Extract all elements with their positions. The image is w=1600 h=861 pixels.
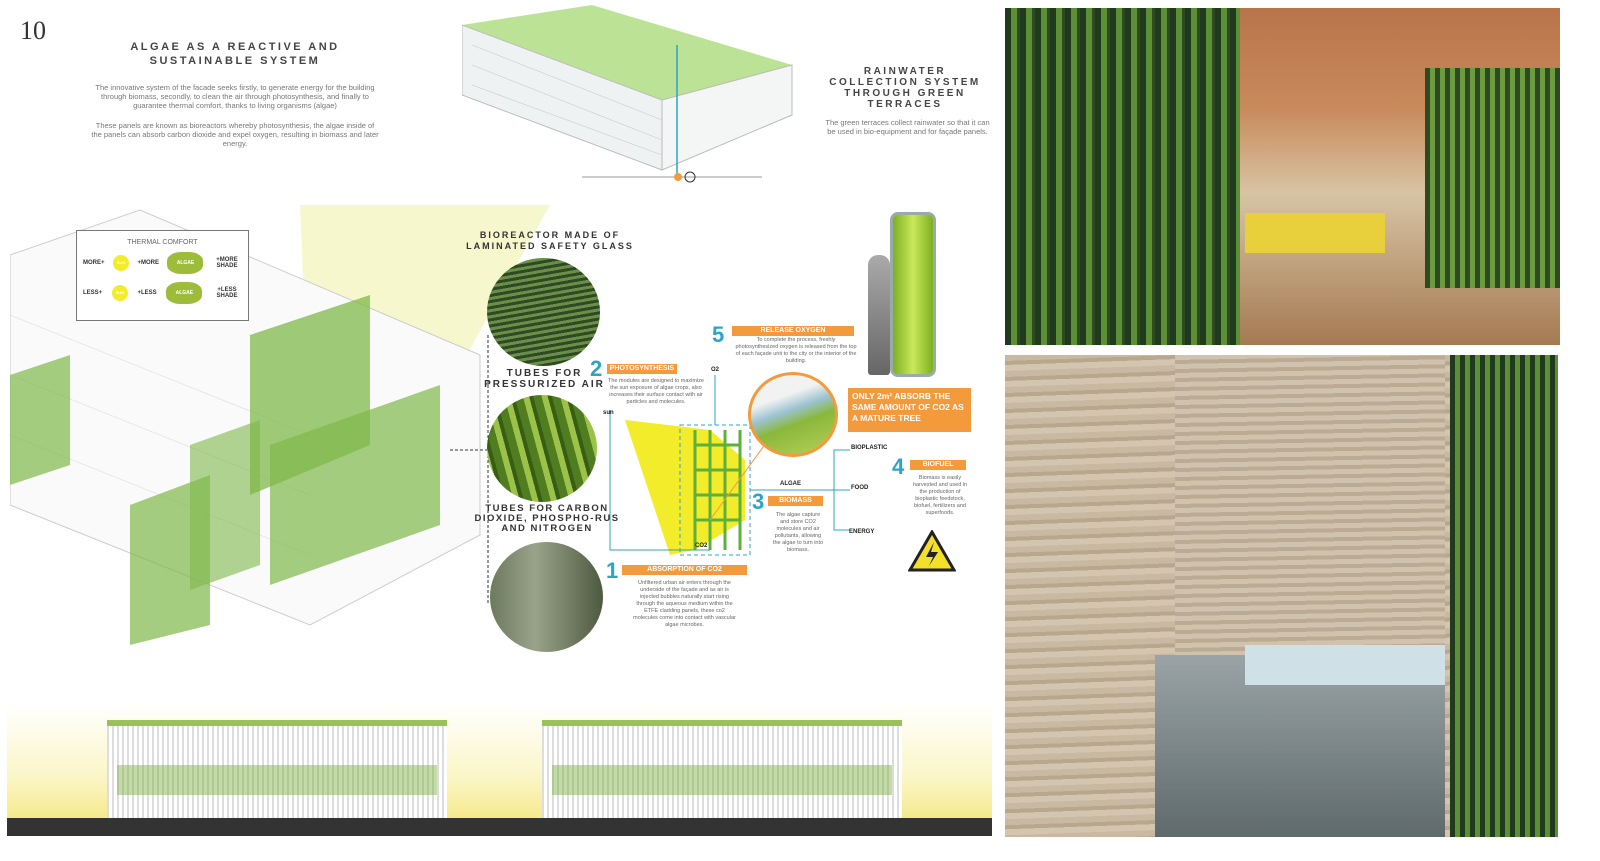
label-pressurized-air: TUBES FOR PRESSURIZED AIR [484,368,605,390]
rainwater-axonometric-diagram [462,5,793,183]
step-1-number: 1 [606,558,619,583]
photosynthesis-diagram [609,375,850,556]
rainwater-paragraph: The green terraces collect rainwater so … [825,118,990,136]
step-5-text: To complete the process, freshly photosy… [735,337,857,364]
child-figure [868,255,890,375]
step-1-text: Unfiltered urban air enters through the … [633,580,736,628]
row-right: +MORE SHADE [216,257,238,269]
thermal-row-more: MORE+ SUN +MORE ALGAE +MORE SHADE [77,246,248,274]
label-nutrient-tubes: TUBES FOR CARBON DIOXIDE, PHOSPHO-RUS AN… [474,503,620,534]
label-o2: O2 [711,367,720,373]
sun-icon: SUN [113,255,129,271]
algae-tube-wall [1005,8,1240,345]
pool-steps [1155,655,1445,837]
elevation-building-2 [542,720,902,820]
thermal-row-less: LESS+ SUN +LESS ALGAE +LESS SHADE [77,274,248,304]
step-4-text: Biomass is easily harvested and used in … [912,475,968,516]
label-food: FOOD [851,485,869,491]
step-2-text: The modules are designed to maximize the… [608,378,704,405]
algae-tube-room [1425,68,1560,288]
highlight-callout: ONLY 2m² ABSORB THE SAME AMOUNT OF CO2 A… [848,388,971,432]
label-algae: ALGAE [780,481,801,487]
label-co2: CO2 [695,543,708,549]
pool-water [1245,645,1445,685]
algae-title-line2: SUSTAINABLE SYSTEM [149,55,321,67]
elevation-algae-panels [117,765,437,795]
row-mid: +MORE [137,260,159,266]
high-voltage-warning-icon [908,530,956,572]
photo-nutrient-tubes [490,542,603,652]
sun-icon: SUN [111,285,128,301]
label-sun: sun [603,410,614,416]
yellow-sofa [1245,213,1385,253]
algae-paragraph-2: These panels are known as bioreactors wh… [91,121,379,148]
spa-pool-render [1005,355,1558,837]
step-3-number: 3 [752,489,765,514]
step-2-number: 2 [590,356,603,381]
algae-paragraph-1: The innovative system of the facade seek… [95,83,375,110]
thermal-comfort-title: THERMAL COMFORT [127,239,198,246]
thermal-comfort-box: THERMAL COMFORT MORE+ SUN +MORE ALGAE +M… [76,230,249,321]
row-mid: +LESS [137,290,157,296]
ground-strip [7,818,992,836]
algae-closeup-photo [748,372,838,457]
algae-cylinder-photo [890,212,936,377]
algae-title-line1: ALGAE AS A REACTIVE AND [130,41,340,53]
step-4-title: BIOFUEL [910,460,966,470]
label-energy: ENERGY [849,529,875,535]
step-4-number: 4 [892,454,905,479]
step-3-text: The algae capture and store CO2 molecule… [772,512,824,553]
algae-title: ALGAE AS A REACTIVE AND SUSTAINABLE SYST… [100,40,370,68]
algae-icon: ALGAE [167,252,204,274]
step-2-title: PHOTOSYNTHESIS [607,364,677,374]
interior-lobby-render [1005,8,1560,345]
page-number: 10 [20,16,46,45]
elevation-algae-panels [552,765,892,795]
photo-air-tubes [487,395,597,502]
label-bioplastic: BIOPLASTIC [851,445,888,451]
row-right: +LESS SHADE [216,287,238,299]
facade-elevation [7,675,992,820]
step-5-title: RELEASE OXYGEN [732,326,854,336]
algae-tube-wall [1450,355,1558,837]
row-left: MORE+ [83,260,105,266]
step-3-title: BIOMASS [768,496,823,506]
bioreactor-title: BIOREACTOR MADE OF LAMINATED SAFETY GLAS… [466,230,634,251]
photo-glass-panel [487,258,600,366]
algae-icon: ALGAE [166,282,203,304]
rainwater-title: RAINWATER COLLECTION SYSTEM THROUGH GREE… [829,66,981,110]
output-arrows [833,449,850,531]
row-left: LESS+ [83,290,103,296]
step-5-number: 5 [712,322,725,347]
elevation-building-1 [107,720,447,820]
step-1-title: ABSORPTION OF CO2 [622,565,747,575]
